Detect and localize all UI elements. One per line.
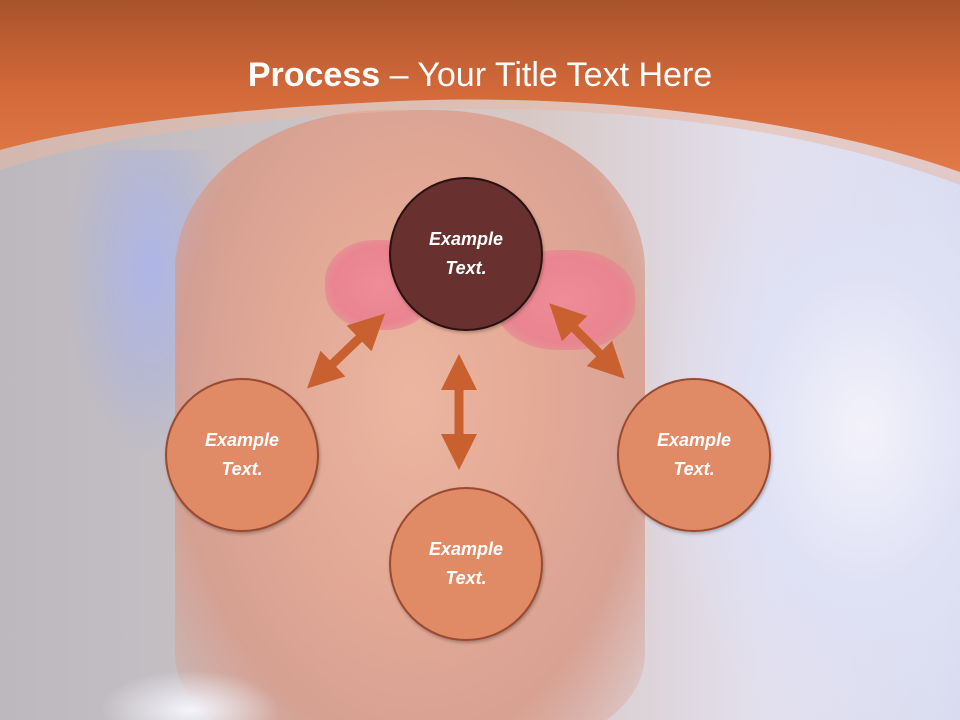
arrow-top-right [549,303,625,379]
node-right-text: Example Text. [656,430,732,479]
node-bottom-text: Example Text. [428,539,504,588]
arrow-top-left [307,313,385,389]
title-bold: Process [247,56,381,94]
smoke-bottom [100,670,280,720]
process-node-top[interactable]: Example Text. [389,177,543,331]
process-node-right[interactable]: Example Text. [617,378,771,532]
node-left-text: Example Text. [204,430,280,479]
slide-title: Process – Your Title Text Here [0,54,960,96]
node-top-text: Example Text. [428,229,504,278]
process-node-left[interactable]: Example Text. [165,378,319,532]
process-node-bottom[interactable]: Example Text. [389,487,543,641]
header-band [0,0,960,185]
title-rest: – Your Title Text Here [380,56,713,94]
